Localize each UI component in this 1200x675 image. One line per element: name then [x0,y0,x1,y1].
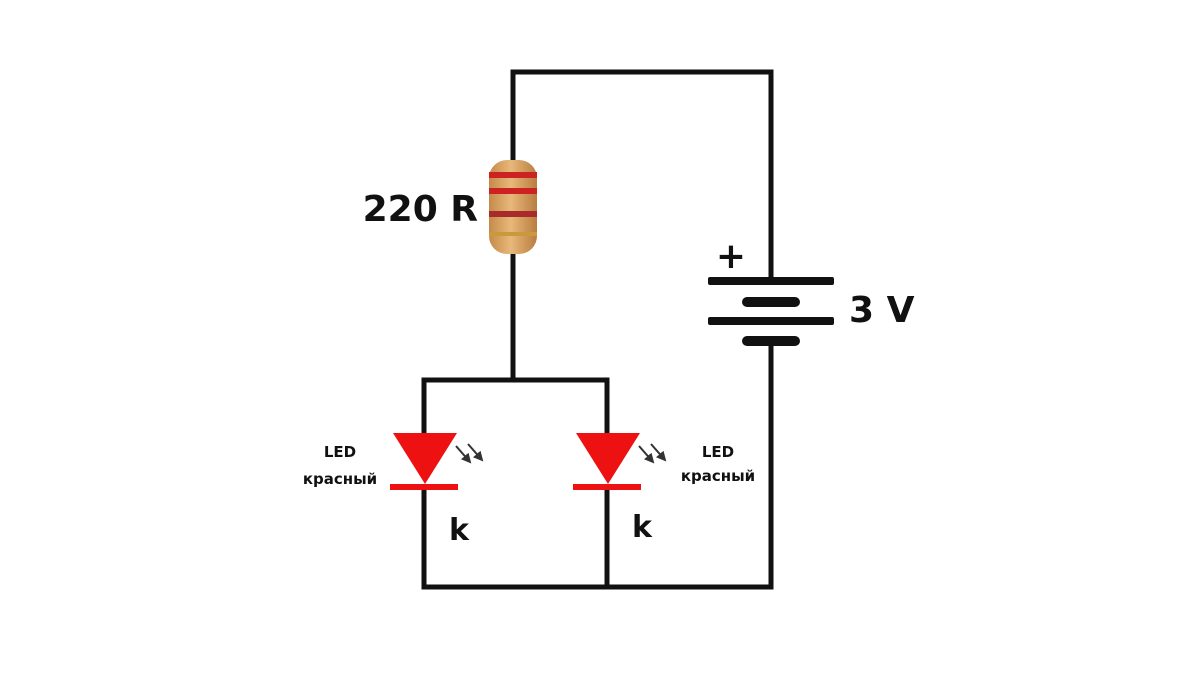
led-right-cathode-bar [573,484,641,490]
led-left-label-line1: LED [324,443,356,461]
led-right-light-arrow-2 [650,443,667,462]
battery-plate-positive-2 [708,317,834,325]
wire-bottom [421,339,774,590]
led-right-triangle [576,433,640,484]
led-left-cathode-bar [390,484,458,490]
battery-label: 3 V [849,290,915,331]
led-right-label-line1: LED [702,443,734,461]
led-left: LED красный k [303,433,484,548]
wire-top [510,69,774,283]
led-left-label-line2: красный [303,470,377,488]
wires [421,69,774,590]
led-right-cathode-label: k [632,510,653,545]
led-right-light-arrow-1 [638,445,655,464]
resistor-band-2 [489,188,537,194]
battery-plate-negative-2 [742,336,800,346]
led-left-light-arrow-2 [467,443,484,462]
resistor-band-4 [489,232,537,236]
battery-plate-positive-1 [708,277,834,285]
resistor: 220 R [363,160,537,254]
led-left-cathode-label: k [449,513,470,548]
battery: + 3 V [708,236,915,346]
led-right-label-line2: красный [681,467,755,485]
resistor-band-1 [489,172,537,178]
resistor-body [489,160,537,254]
resistor-band-3 [489,211,537,217]
battery-plus-sign: + [716,236,746,277]
led-right: LED красный k [573,433,755,545]
led-left-triangle [393,433,457,484]
resistor-label: 220 R [363,189,478,230]
battery-plate-negative-1 [742,297,800,307]
led-left-light-arrow-1 [455,445,472,464]
